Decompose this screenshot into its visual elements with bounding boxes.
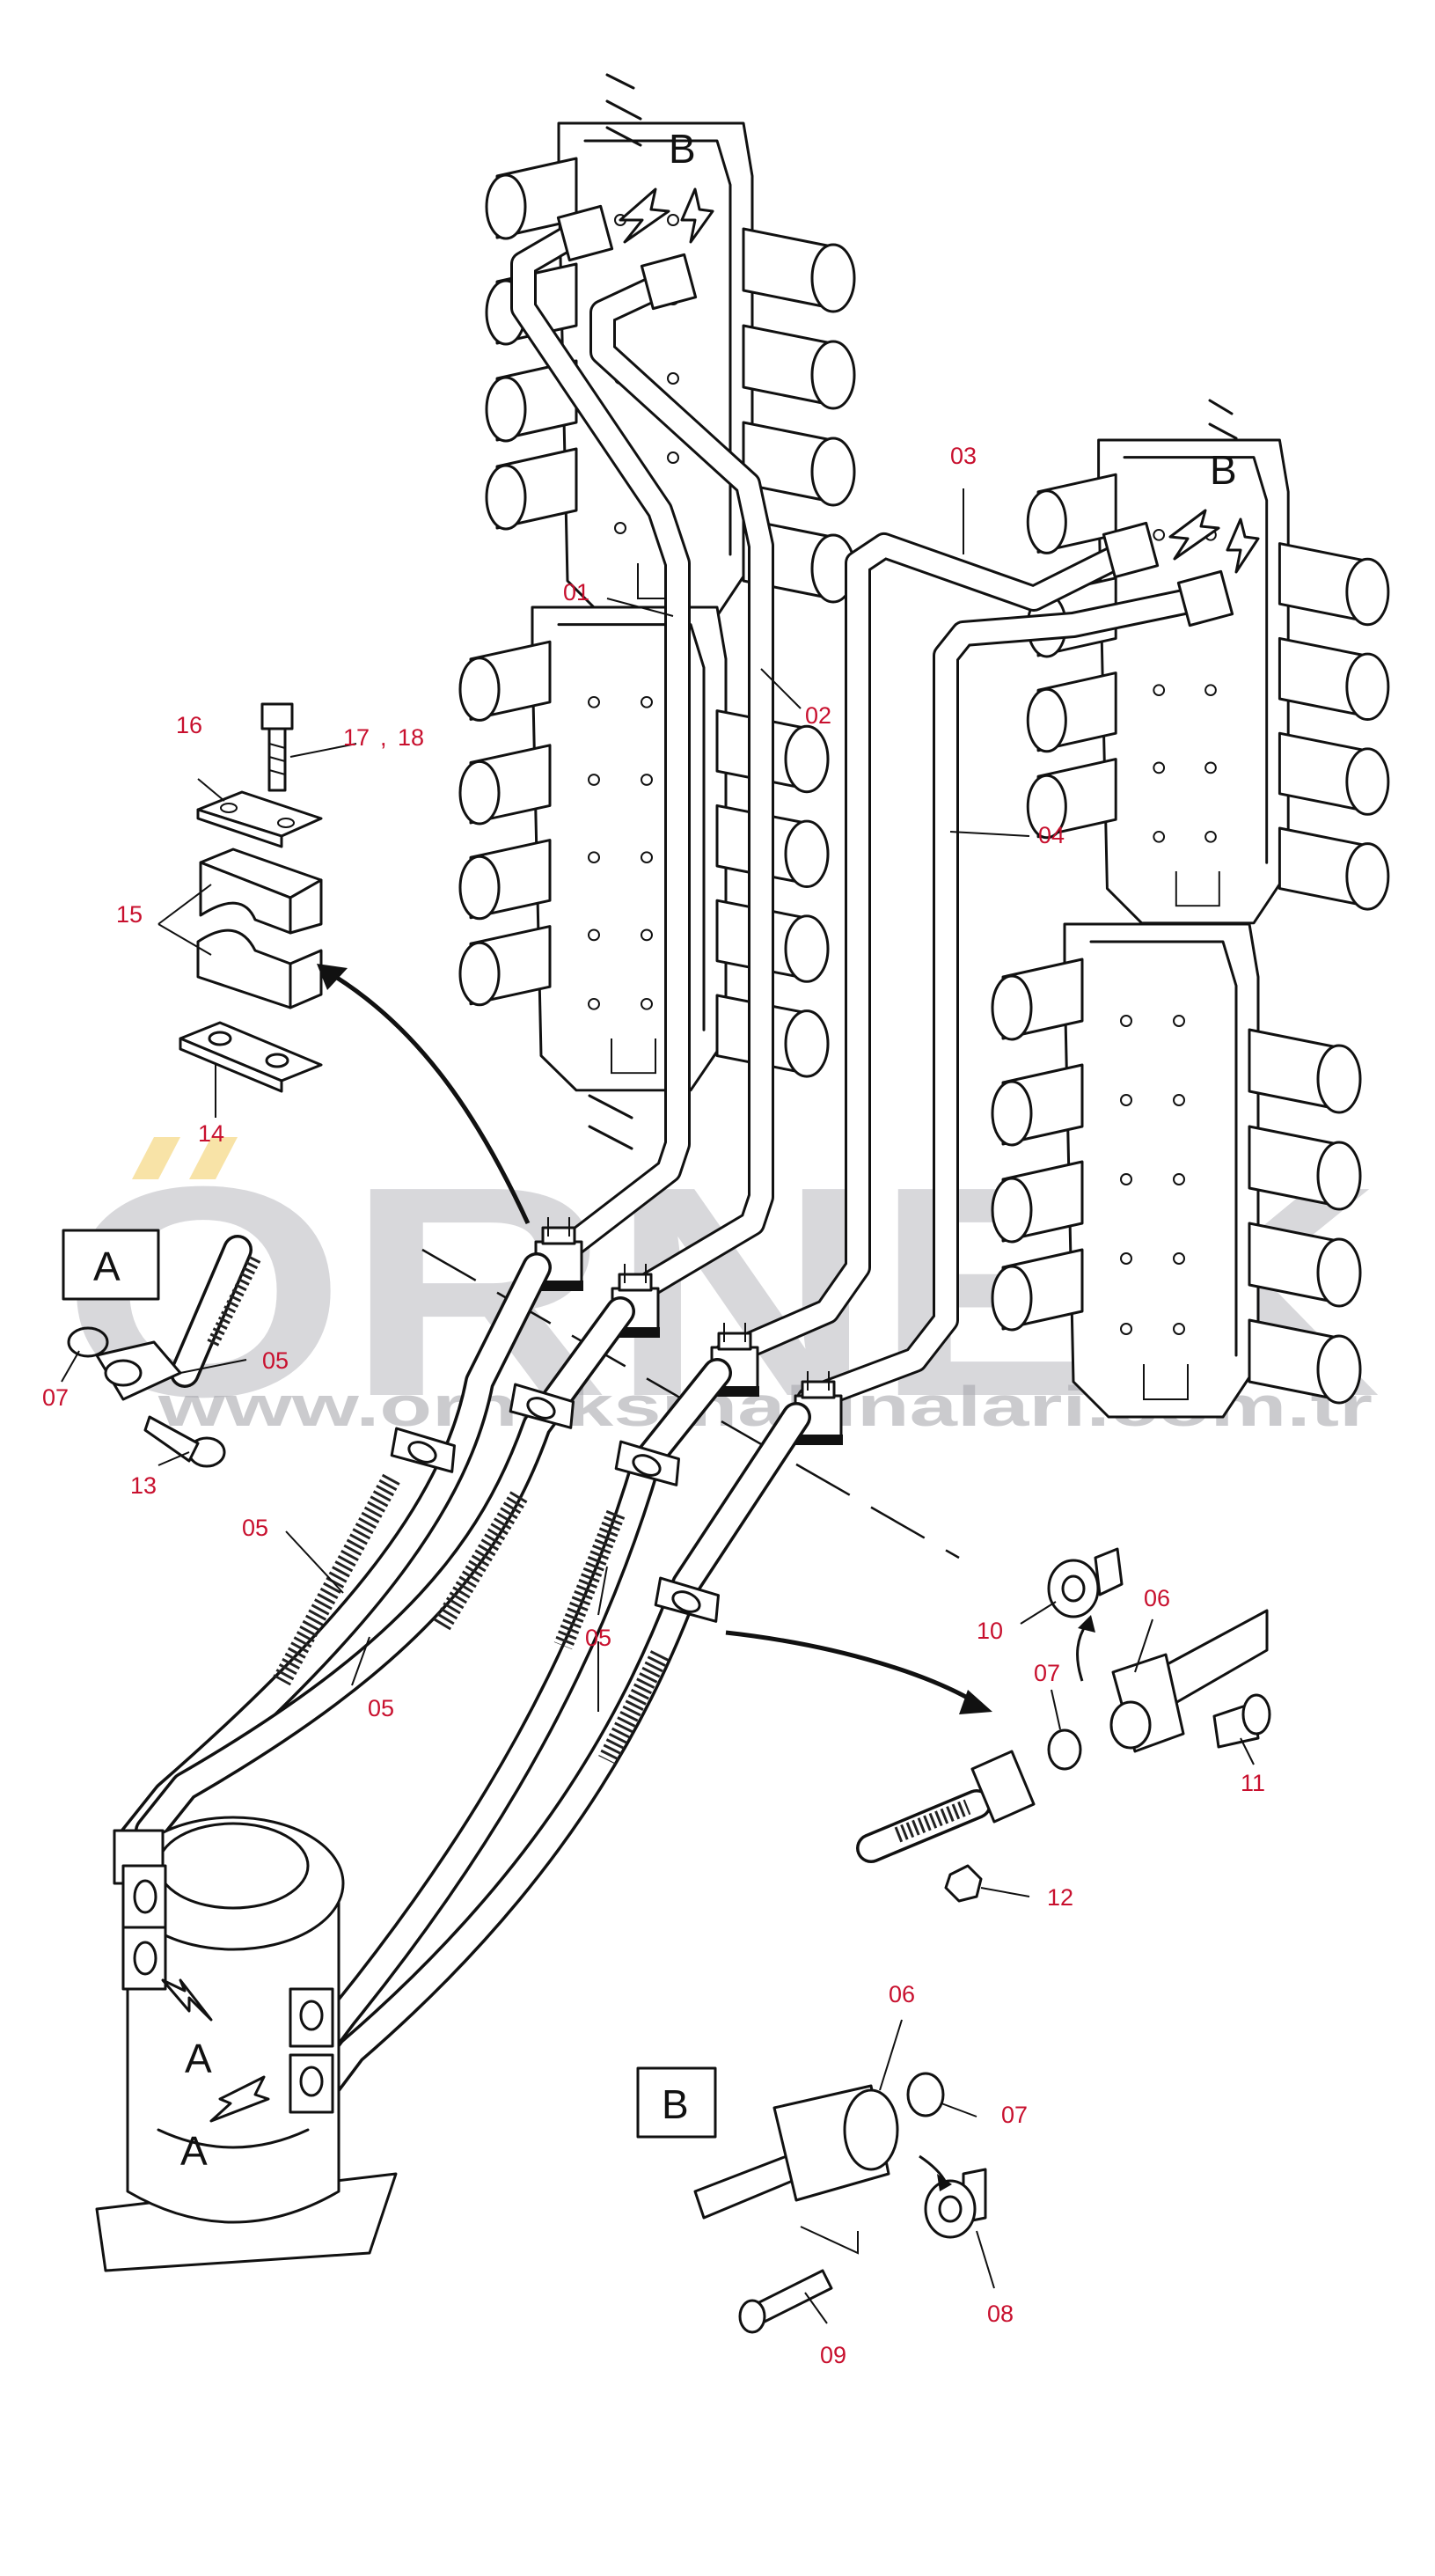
view-box-a-frame [62,1229,160,1301]
part-label-05-right: 05 [585,1625,611,1651]
part-label-04: 04 [1038,822,1065,848]
pipe-02 [589,268,774,1307]
break-marks [588,73,1238,1150]
part-label-02: 02 [805,702,831,729]
leader-lines [61,488,1255,2324]
cover-plate-16 [196,790,323,848]
part-label-14: 14 [198,1120,224,1147]
arrow-b-top-label: B [669,126,696,172]
bolt-17-18 [260,702,294,792]
view-box-b-frame [636,2066,717,2139]
part-label-17: 17 [343,724,370,751]
screw-13 [143,1415,226,1468]
part-label-15: 15 [116,901,143,928]
part-label-07-detail-b: 07 [1001,2102,1028,2128]
part-label-18: 18 [398,724,424,751]
part-label-09: 09 [820,2342,846,2368]
valve-bank-right [1026,438,1390,925]
part-label-16: 16 [176,712,202,738]
view-box-b-label: B [662,2081,689,2127]
screw-09 [738,2269,833,2334]
part-label-10: 10 [977,1618,1003,1644]
separator-comma: , [380,724,387,751]
pipe-03 [713,532,1144,1369]
hose-end-12 [856,1750,1036,1903]
pipe-01 [510,220,691,1272]
detail-a [62,1229,261,1468]
view-arrows [161,187,1260,2123]
part-label-08: 08 [987,2301,1014,2327]
part-label-06-detail-b: 06 [889,1981,915,2007]
detail-b [636,2066,987,2334]
clamp-exploded-view [179,702,531,1225]
part-label-07-detail-a: 07 [42,1384,69,1411]
plug-08 [924,2168,987,2239]
part-label-13: 13 [130,1472,157,1499]
part-label-03: 03 [950,443,977,469]
pipe-end-detail [725,1547,1271,1903]
pipe-end-flanges [556,204,1234,627]
part-label-05-detail-a: 05 [262,1347,289,1374]
screw-11 [1212,1693,1271,1749]
part-label-06-pipe-end: 06 [1144,1585,1170,1611]
arrow-a-2-label: A [180,2128,208,2174]
clamp-halves-15 [196,848,323,1009]
swivel-joint [95,1816,398,2272]
plug-10 [1047,1547,1124,1618]
part-label-05-middle: 05 [368,1695,394,1721]
part-label-12: 12 [1047,1884,1073,1911]
hoses-05 [117,1252,811,2101]
view-box-a-label: A [93,1244,121,1289]
view-letters: A B B B A A [93,126,1237,2174]
base-plate-14 [179,1021,323,1093]
part-label-01: 01 [563,579,589,605]
part-number-labels: 01 02 03 04 16 17 , 18 15 14 05 07 13 05… [42,443,1265,2368]
part-label-05-left: 05 [242,1515,268,1541]
arrow-b-right-label: B [1210,447,1237,493]
pipe-04 [796,585,1214,1413]
part-label-07-pipe-end: 07 [1034,1660,1060,1686]
part-label-11: 11 [1241,1770,1265,1796]
arrow-a-1-label: A [185,2036,212,2081]
